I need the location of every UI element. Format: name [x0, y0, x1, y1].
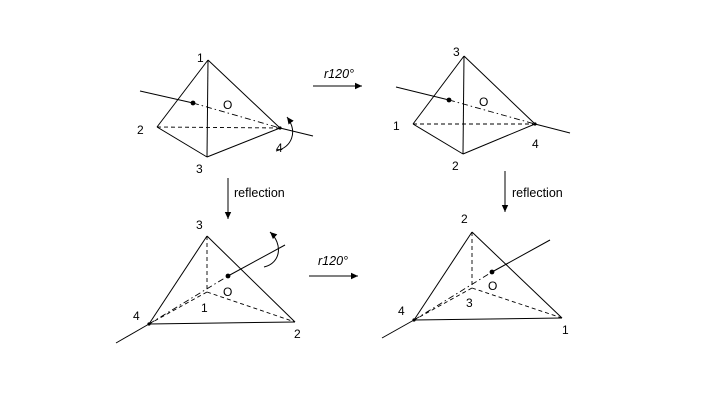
vertex-dot: [278, 126, 282, 130]
axis-point: [190, 100, 196, 106]
vertex-label: 3: [466, 296, 473, 310]
vertex-label: 1: [197, 51, 204, 65]
rotation-arrow: [263, 231, 279, 268]
rotation-arrow: [275, 116, 294, 152]
axis-point: [446, 97, 452, 103]
reflection-label: reflection: [234, 186, 285, 200]
vertex-label: 3: [196, 162, 203, 176]
vertex-label: 1: [393, 119, 400, 133]
vertex-label: 1: [562, 323, 569, 337]
center-label: O: [488, 279, 497, 293]
vertex-label: 2: [461, 212, 468, 226]
vertex-label: 3: [196, 218, 203, 232]
vertex-dot: [147, 322, 151, 326]
reflection-step-right: reflection: [501, 171, 563, 212]
rotation-step-bottom: r120°: [309, 254, 358, 280]
vertex-dot: [533, 122, 537, 126]
vertex-label: 2: [452, 159, 459, 173]
vertex-label: 4: [133, 309, 140, 323]
vertex-label: 4: [532, 137, 539, 151]
vertex-label: 3: [453, 45, 460, 59]
axis-point: [225, 273, 231, 279]
vertex-label: 4: [276, 141, 283, 155]
vertex-label: 2: [137, 123, 144, 137]
tetrahedron-bottom-left: 3 4 1 2 O: [115, 218, 301, 344]
rotation-step-top: r120°: [313, 67, 362, 90]
center-label: O: [223, 285, 232, 299]
vertex-label: 1: [201, 301, 208, 315]
vertex-dot: [412, 318, 416, 322]
tetrahedron-bottom-right: 2 4 3 1 O: [381, 212, 569, 339]
tetrahedron-top-right: 3 1 2 4 O: [393, 45, 571, 173]
center-label: O: [223, 98, 232, 112]
center-label: O: [479, 95, 488, 109]
reflection-step-left: reflection: [224, 178, 285, 219]
rotation-label: r120°: [324, 67, 354, 81]
tetrahedron-top-left: 1 2 3 4 O: [137, 51, 314, 176]
vertex-label: 2: [294, 327, 301, 341]
rotation-label: r120°: [318, 254, 348, 268]
vertex-label: 4: [398, 304, 405, 318]
reflection-label: reflection: [512, 186, 563, 200]
axis-point: [489, 269, 495, 275]
